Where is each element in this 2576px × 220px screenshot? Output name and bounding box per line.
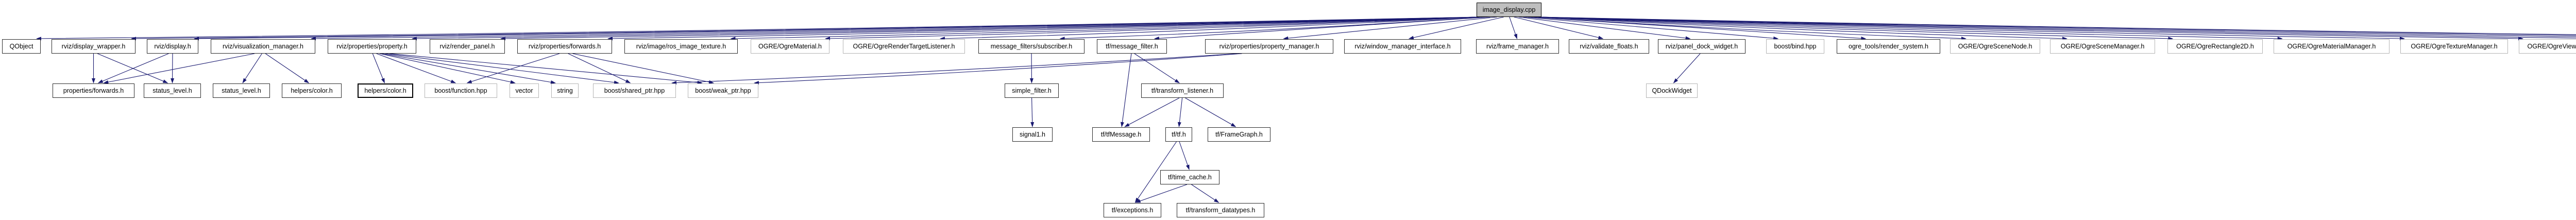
edge-property-vector (379, 53, 516, 84)
graph-node-display_wrapper[interactable]: rviz/display_wrapper.h (52, 39, 135, 54)
graph-node-shared_ptr[interactable]: boost/shared_ptr.hpp (593, 83, 676, 98)
edge-root-ogre_material (825, 16, 1480, 41)
edge-root-qobject (36, 16, 1480, 41)
edge-root-frame_manager (1509, 16, 1518, 39)
edge-forwards2-function_hpp (466, 53, 560, 83)
graph-node-datatypes[interactable]: tf/transform_datatypes.h (1177, 203, 1264, 217)
edge-root-manualobject (1538, 16, 2576, 37)
graph-node-ros_image_texture[interactable]: rviz/image/ros_image_texture.h (624, 39, 738, 54)
graph-node-ogre_rtl[interactable]: OGRE/OgreRenderTargetListener.h (843, 39, 965, 54)
edge-property-function_hpp (376, 53, 456, 83)
graph-node-color_a[interactable]: helpers/color.h (282, 83, 342, 98)
graph-node-panel_dock[interactable]: rviz/panel_dock_widget.h (1658, 39, 1745, 54)
edge-property_manager-weak_ptr (754, 53, 1242, 85)
graph-node-simple_filter[interactable]: simple_filter.h (1005, 83, 1059, 98)
edge-root-panel_dock (1518, 16, 1691, 40)
graph-node-framegraph[interactable]: tf/FrameGraph.h (1208, 127, 1270, 142)
graph-node-qobject[interactable]: QObject (2, 39, 41, 54)
edge-visualization_manager-status_b (242, 53, 262, 83)
edge-root-texturemanager (1538, 16, 2405, 41)
edge-root-scenenode (1533, 16, 1967, 41)
graph-node-render_system[interactable]: ogre_tools/render_system.h (1837, 39, 1940, 54)
graph-node-status_a[interactable]: status_level.h (144, 83, 201, 98)
graph-node-scenemanager[interactable]: OGRE/OgreSceneManager.h (2050, 39, 2155, 54)
graph-node-viewport[interactable]: OGRE/OgreViewport.h (2519, 39, 2576, 54)
graph-node-forwards3[interactable]: properties/forwards.h (53, 83, 134, 98)
graph-node-time_cache[interactable]: tf/time_cache.h (1160, 170, 1219, 184)
graph-node-signal1[interactable]: signal1.h (1012, 127, 1053, 142)
edge-root-property (412, 16, 1480, 41)
edge-time_cache-datatypes (1191, 184, 1219, 203)
edge-display_wrapper-status_a (97, 53, 168, 83)
edge-root-renderwindow (1538, 16, 2576, 39)
graph-node-subscriber[interactable]: message_filters/subscriber.h (978, 39, 1084, 54)
graph-node-validate_floats[interactable]: rviz/validate_floats.h (1569, 39, 1649, 54)
graph-node-display[interactable]: rviz/display.h (147, 39, 198, 54)
edge-root-visualization_manager (311, 16, 1480, 41)
edge-property-color_b (372, 53, 385, 83)
edge-tf_h-exceptions (1134, 141, 1177, 203)
edge-property-string (381, 53, 556, 84)
edge-forwards2-shared_ptr (568, 53, 631, 83)
edge-root-validate_floats (1514, 16, 1604, 40)
graph-node-tfmessage[interactable]: tf/tfMessage.h (1092, 127, 1150, 142)
graph-node-property[interactable]: rviz/properties/property.h (328, 39, 416, 54)
edge-root-rectangle2d (1538, 16, 2174, 41)
edge-root-scenemanager (1538, 16, 2067, 41)
edge-visualization_manager-forwards3 (103, 53, 255, 84)
edge-message_filter-transform_listener (1134, 53, 1180, 83)
edge-root-render_panel (500, 16, 1480, 41)
edge-property-weak_ptr (389, 53, 703, 84)
graph-node-texturemanager[interactable]: OGRE/OgreTextureManager.h (2400, 39, 2508, 54)
edge-root-display (194, 16, 1480, 41)
graph-node-property_manager[interactable]: rviz/properties/property_manager.h (1205, 39, 1333, 54)
edge-property-shared_ptr (385, 53, 619, 84)
edge-panel_dock-qdockwidget (1673, 53, 1701, 83)
graph-node-message_filter[interactable]: tf/message_filter.h (1097, 39, 1167, 54)
edge-root-window_manager (1408, 16, 1504, 40)
graph-node-render_panel[interactable]: rviz/render_panel.h (430, 39, 505, 54)
edge-transform_listener-tf_h (1177, 97, 1183, 127)
graph-node-materialmanager[interactable]: OGRE/OgreMaterialManager.h (2274, 39, 2389, 54)
graph-node-status_b[interactable]: status_level.h (213, 83, 270, 98)
graph-node-color_b[interactable]: helpers/color.h (358, 83, 413, 98)
graph-node-exceptions[interactable]: tf/exceptions.h (1104, 203, 1161, 217)
graph-node-qdockwidget[interactable]: QDockWidget (1646, 83, 1698, 98)
edge-display-forwards3 (97, 53, 169, 83)
graph-node-scenenode[interactable]: OGRE/OgreSceneNode.h (1950, 39, 2040, 54)
graph-node-function_hpp[interactable]: boost/function.hpp (425, 83, 497, 98)
graph-node-string[interactable]: string (551, 83, 579, 98)
edge-root-ogre_rtl (939, 16, 1480, 41)
edge-root-forwards2 (607, 16, 1480, 41)
edge-tf_h-time_cache (1179, 141, 1190, 170)
graph-node-weak_ptr[interactable]: boost/weak_ptr.hpp (688, 83, 758, 98)
edge-property_manager-shared_ptr (671, 53, 1238, 85)
edge-root-boost_bind (1523, 16, 1779, 40)
edge-visualization_manager-color_a (265, 53, 310, 83)
edge-root-rendersystem2 (1538, 16, 2576, 35)
graph-node-root: image_display.cpp (1477, 3, 1541, 17)
graph-node-tf_h[interactable]: tf/tf.h (1165, 127, 1192, 142)
edge-transform_listener-tfmessage (1124, 97, 1180, 127)
graph-node-rectangle2d[interactable]: OGRE/OgreRectangle2D.h (2167, 39, 2263, 54)
edge-time_cache-exceptions (1135, 184, 1188, 203)
edge-root-viewport (1538, 16, 2523, 41)
edge-forwards2-weak_ptr (572, 53, 715, 84)
graph-node-window_manager[interactable]: rviz/window_manager_interface.h (1344, 39, 1461, 54)
edge-root-property_manager (1283, 16, 1497, 40)
graph-node-boost_bind[interactable]: boost/bind.hpp (1766, 39, 1824, 54)
graph-node-visualization_manager[interactable]: rviz/visualization_manager.h (211, 39, 315, 54)
graph-node-forwards2[interactable]: rviz/properties/forwards.h (517, 39, 612, 54)
edge-message_filter-tfmessage (1120, 53, 1132, 127)
graph-node-transform_listener[interactable]: tf/transform_listener.h (1141, 83, 1224, 98)
graph-node-frame_manager[interactable]: rviz/frame_manager.h (1476, 39, 1559, 54)
graph-node-ogre_material[interactable]: OGRE/OgreMaterial.h (751, 39, 829, 54)
edge-root-materialmanager (1538, 16, 2283, 41)
graph-node-vector[interactable]: vector (510, 83, 539, 98)
edge-root-ros_image_texture (730, 16, 1480, 41)
edge-transform_listener-framegraph (1185, 97, 1236, 127)
edge-root-render_system (1528, 16, 1867, 40)
edge-root-message_filter (1154, 16, 1490, 40)
